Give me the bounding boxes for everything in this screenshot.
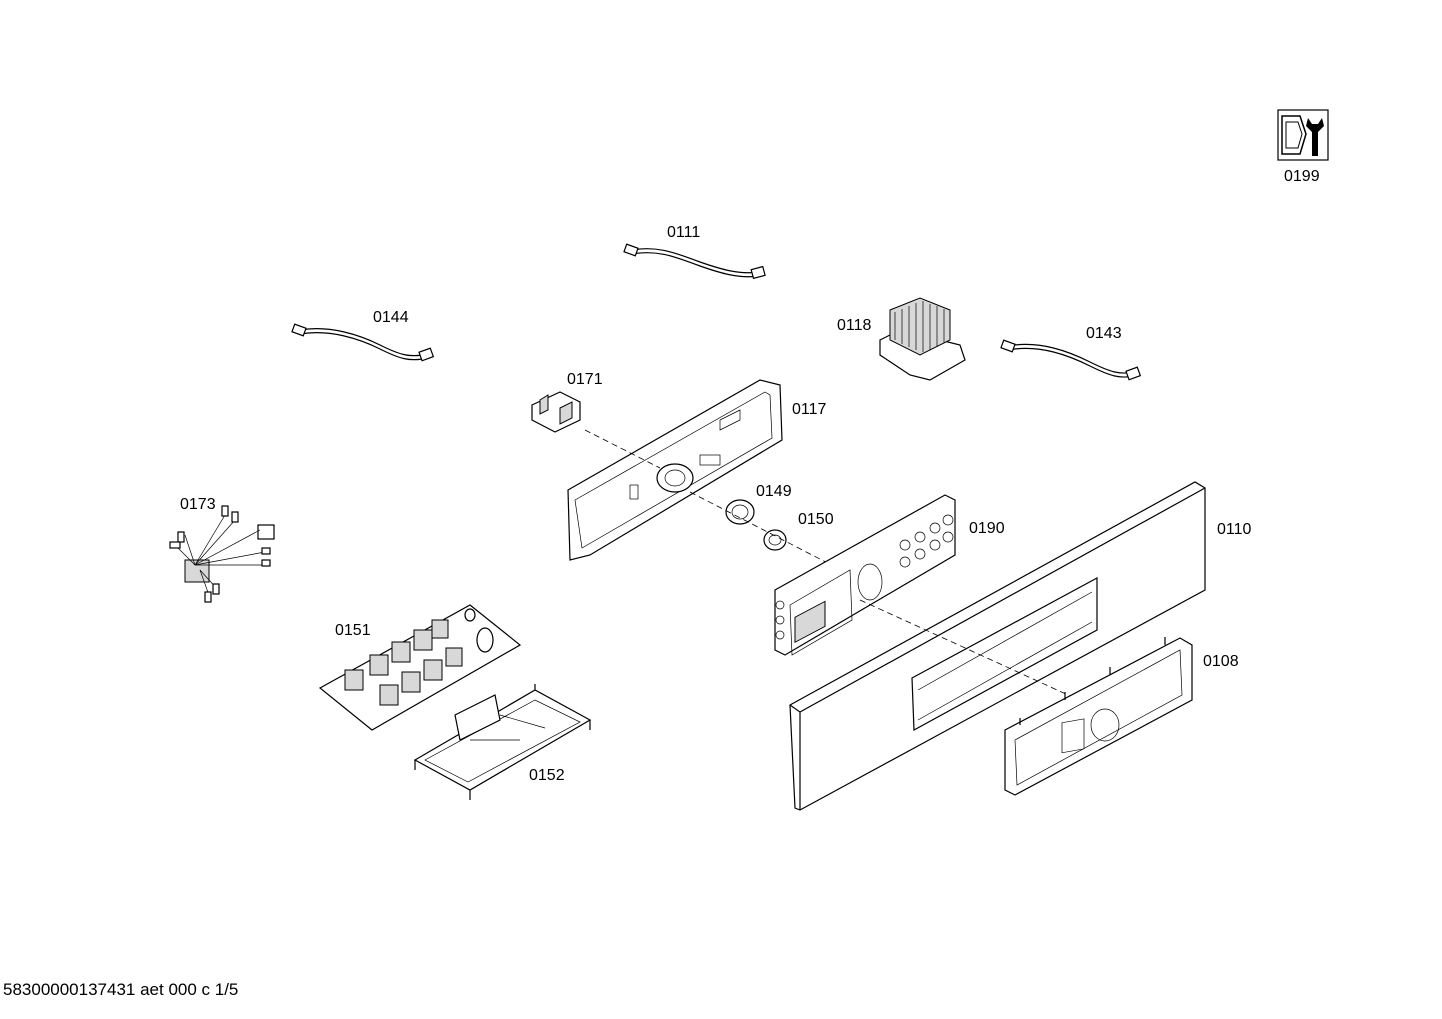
ring-0149	[725, 499, 755, 525]
control-frame-0117	[567, 379, 783, 561]
part-label-0190: 0190	[969, 520, 1005, 537]
part-label-0199: 0199	[1284, 168, 1320, 185]
document-id: 58300000137431 aet 000 c 1/5	[3, 980, 239, 999]
wrench-service-icon	[1277, 109, 1329, 161]
part-label-0117: 0117	[792, 401, 827, 418]
part-label-0111: 0111	[667, 224, 700, 241]
connector-bracket-0171	[531, 391, 581, 433]
ribbon-cable-0111	[623, 243, 766, 280]
ribbon-cable-0143	[1000, 339, 1142, 381]
part-label-0173: 0173	[180, 496, 216, 513]
heatsink-0118	[879, 297, 966, 381]
ribbon-cable-0144	[291, 323, 435, 362]
part-label-0171: 0171	[567, 371, 603, 388]
ring-0150	[763, 529, 787, 551]
part-label-0144: 0144	[373, 309, 409, 326]
wiring-harness-0173	[169, 505, 275, 603]
display-board-0190	[774, 494, 956, 656]
part-label-0149: 0149	[756, 483, 792, 500]
mounting-bracket-0152	[413, 684, 592, 800]
part-label-0151: 0151	[335, 622, 371, 639]
part-label-0108: 0108	[1203, 653, 1239, 670]
front-panel-0110	[789, 481, 1206, 811]
relay-board-0151	[318, 604, 522, 731]
part-label-0110: 0110	[1217, 521, 1252, 538]
part-label-0143: 0143	[1086, 325, 1122, 342]
display-frame-0108	[1004, 637, 1193, 796]
part-label-0152: 0152	[529, 767, 565, 784]
part-label-0118: 0118	[837, 317, 872, 334]
part-label-0150: 0150	[798, 511, 834, 528]
